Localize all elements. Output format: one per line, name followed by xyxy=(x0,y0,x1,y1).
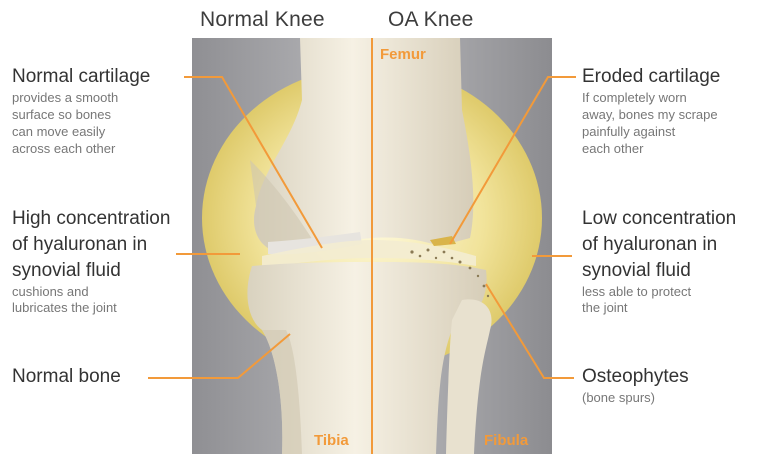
osteophytes-heading: Osteophytes xyxy=(582,366,689,388)
eroded-cartilage-detail-2: away, bones my scrape xyxy=(582,107,720,124)
eroded-cartilage-detail-4: each other xyxy=(582,141,720,158)
high-hyaluronan-detail-1: cushions and xyxy=(12,284,170,301)
title-oa-knee: OA Knee xyxy=(388,8,473,32)
normal-cartilage-detail-4: across each other xyxy=(12,141,150,158)
low-hyaluronan-heading-3: synovial fluid xyxy=(582,260,736,282)
normal-cartilage-detail-3: can move easily xyxy=(12,124,150,141)
title-normal-knee: Normal Knee xyxy=(200,8,325,32)
low-hyaluronan-detail-2: the joint xyxy=(582,300,736,317)
normal-cartilage-heading: Normal cartilage xyxy=(12,66,150,88)
eroded-cartilage-heading: Eroded cartilage xyxy=(582,66,720,88)
tibia-label: Tibia xyxy=(314,432,349,449)
label-high-hyaluronan: High concentration of hyaluronan in syno… xyxy=(12,208,170,317)
high-hyaluronan-detail-2: lubricates the joint xyxy=(12,300,170,317)
normal-cartilage-detail-1: provides a smooth xyxy=(12,90,150,107)
high-hyaluronan-heading-3: synovial fluid xyxy=(12,260,170,282)
label-normal-cartilage: Normal cartilage provides a smooth surfa… xyxy=(12,66,150,157)
label-eroded-cartilage: Eroded cartilage If completely worn away… xyxy=(582,66,720,157)
normal-cartilage-detail-2: surface so bones xyxy=(12,107,150,124)
low-hyaluronan-heading-1: Low concentration xyxy=(582,208,736,230)
low-hyaluronan-heading-2: of hyaluronan in xyxy=(582,234,736,256)
label-normal-bone: Normal bone xyxy=(12,366,121,388)
high-hyaluronan-heading-1: High concentration xyxy=(12,208,170,230)
femur-label: Femur xyxy=(380,46,426,63)
normal-bone-heading: Normal bone xyxy=(12,366,121,388)
osteophytes-detail-1: (bone spurs) xyxy=(582,390,689,407)
eroded-cartilage-detail-3: painfully against xyxy=(582,124,720,141)
high-hyaluronan-heading-2: of hyaluronan in xyxy=(12,234,170,256)
fibula-label: Fibula xyxy=(484,432,528,449)
eroded-cartilage-detail-1: If completely worn xyxy=(582,90,720,107)
label-low-hyaluronan: Low concentration of hyaluronan in synov… xyxy=(582,208,736,317)
label-osteophytes: Osteophytes (bone spurs) xyxy=(582,366,689,407)
low-hyaluronan-detail-1: less able to protect xyxy=(582,284,736,301)
